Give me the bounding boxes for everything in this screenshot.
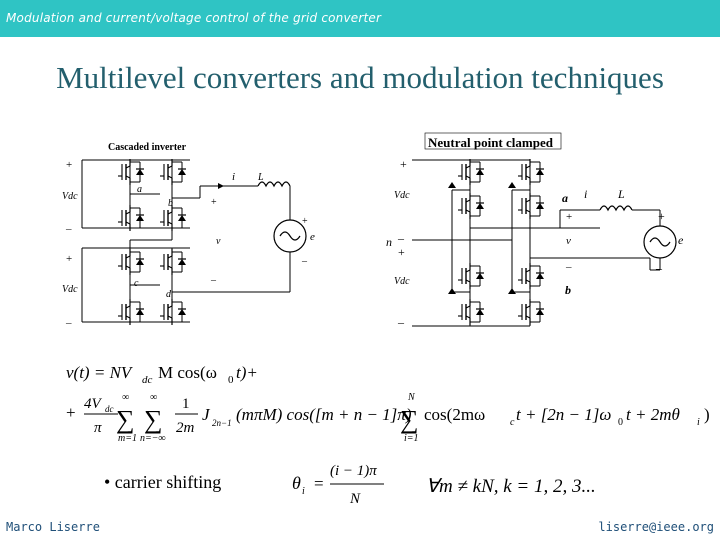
course-title: Modulation and current/voltage control o… — [6, 11, 382, 25]
cascaded-vdc-2: Vdc — [62, 284, 78, 295]
eq1-rest: M cos(ω — [158, 363, 217, 382]
eq2-sum2-sigma: ∑ — [144, 405, 163, 434]
header-bar: Modulation and current/voltage control o… — [0, 0, 720, 37]
eq1-lhs: v(t) = NV — [66, 363, 134, 382]
npc-minus-out: – — [565, 261, 572, 273]
cascaded-inductor-label: L — [257, 172, 264, 183]
modulation-equation: v(t) = NV dc M cos(ω 0 t)+ + 4V dc π ∞ ∑… — [66, 363, 710, 507]
eq2-sum2-top: ∞ — [150, 392, 157, 403]
npc-current-label: i — [584, 187, 587, 201]
cascaded-minus-2: – — [65, 317, 72, 329]
cascaded-node-d: d — [166, 289, 172, 300]
eq2-plus: + — [66, 403, 76, 422]
theta-num: (i − 1)π — [330, 463, 377, 479]
footer-author: Marco Liserre — [6, 520, 100, 534]
eq2-sum3-top: N — [407, 392, 416, 403]
cascaded-node-a: a — [137, 184, 142, 195]
theta-condition: ∀m ≠ kN, k = 1, 2, 3... — [426, 476, 596, 497]
eq2-tail: cos(2mω — [424, 405, 485, 424]
eq2-tail-sub: c — [510, 417, 515, 428]
npc-node-b: b — [565, 283, 571, 297]
eq1-sub2: 0 — [228, 374, 234, 386]
npc-voltage-label: v — [566, 235, 571, 247]
eq2-sum2-bot: n=−∞ — [140, 433, 166, 444]
npc-vdc-1: Vdc — [394, 190, 410, 201]
cascaded-plus-1: + — [66, 159, 72, 171]
cascaded-voltage-label: v — [216, 236, 221, 247]
cascaded-minus-1: – — [65, 223, 72, 235]
npc-inductor-label: L — [617, 187, 625, 201]
eq2-sum1-bot: m=1 — [118, 433, 137, 444]
cascaded-plus-out: + — [211, 197, 217, 208]
eq2-sum3-sigma: ∑ — [400, 405, 419, 434]
cascaded-inverter-diagram: Cascaded inverter — [62, 140, 315, 329]
npc-minus-mid: – — [397, 231, 405, 245]
eq2-sum3-bot: i=1 — [404, 433, 419, 444]
footer-email: liserre@ieee.org — [598, 520, 714, 534]
cascaded-node-b: b — [168, 198, 173, 209]
npc-title: Neutral point clamped — [428, 135, 554, 150]
eq2-bessel-arg: (mπM) cos([m + n − 1]π) — [236, 405, 412, 424]
eq2-sum1-top: ∞ — [122, 392, 129, 403]
eq2-tail-close: ) — [704, 405, 710, 424]
npc-minus-bot: – — [397, 315, 405, 329]
cascaded-plus-grid: + — [302, 216, 308, 227]
eq2-frac-num: 4V — [84, 396, 103, 412]
npc-n-node: n — [386, 235, 392, 249]
eq2-tail-sub3: i — [697, 417, 700, 428]
cascaded-minus-grid: – — [301, 256, 308, 267]
cascaded-current-label: i — [232, 171, 235, 183]
theta-lhs: θ — [292, 473, 301, 493]
eq2-frac-den: π — [94, 420, 102, 436]
theta-eq-sign: = — [314, 474, 324, 493]
npc-plus-grid: + — [658, 209, 665, 223]
eq2-bessel-sub: 2n−1 — [212, 418, 232, 428]
cascaded-vdc-1: Vdc — [62, 191, 78, 202]
eq2-tail-end: t + 2mθ — [626, 405, 680, 424]
npc-plus-mid: + — [398, 245, 405, 259]
npc-node-a: a — [562, 191, 568, 205]
npc-plus-top: + — [400, 157, 407, 171]
npc-diagram: Neutral point clamped — [386, 132, 684, 329]
eq2-frac-num-sub: dc — [105, 404, 114, 414]
eq2-bessel: J — [202, 405, 211, 424]
cascaded-node-c: c — [134, 278, 139, 289]
slide-title: Multilevel converters and modulation tec… — [56, 60, 664, 95]
eq1-end: t)+ — [236, 363, 258, 382]
cascaded-title: Cascaded inverter — [108, 142, 187, 153]
eq2-sum1-sigma: ∑ — [116, 405, 135, 434]
theta-den: N — [349, 491, 361, 507]
bullet-carrier-shifting: • carrier shifting — [104, 472, 222, 492]
npc-vdc-2: Vdc — [394, 276, 410, 287]
theta-lhs-sub: i — [302, 486, 305, 497]
cascaded-plus-2: + — [66, 253, 72, 265]
cascaded-minus-out: – — [210, 275, 217, 286]
eq2-tail-sub2: 0 — [618, 417, 623, 428]
eq1-sub: dc — [142, 374, 153, 386]
cascaded-grid-label: e — [310, 231, 315, 243]
eq2-frac2-num: 1 — [182, 396, 190, 412]
npc-grid-label: e — [678, 233, 684, 247]
npc-minus-grid: – — [655, 261, 663, 275]
eq2-tail-rest: t + [2n − 1]ω — [516, 405, 611, 424]
eq2-frac2-den: 2m — [176, 420, 195, 436]
npc-plus-out: + — [566, 211, 572, 223]
